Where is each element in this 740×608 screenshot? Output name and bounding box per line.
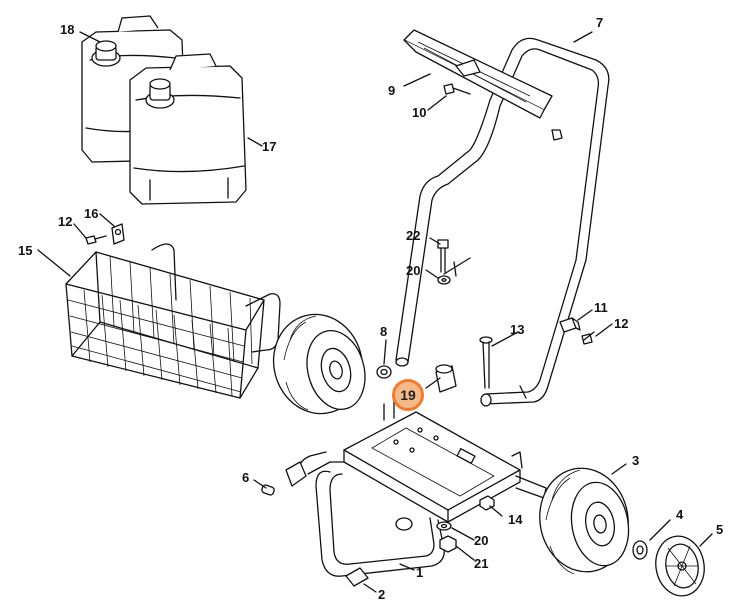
label-17: 17 [262, 139, 277, 154]
cap-left [285, 461, 307, 487]
base-frame [298, 399, 547, 577]
label-8: 8 [380, 324, 388, 339]
label-1: 1 [416, 565, 424, 580]
nut-21 [439, 535, 457, 553]
label-13: 13 [510, 322, 525, 337]
label-20-upper: 20 [406, 263, 421, 278]
clip-11 [559, 317, 581, 333]
label-20-lower: 20 [474, 533, 489, 548]
washer-20-lower [436, 521, 452, 531]
canister-front [129, 53, 247, 205]
bracket-16 [111, 223, 125, 245]
basket [65, 243, 281, 399]
handle-frame [395, 37, 610, 407]
highlighted-part-19[interactable]: 19 [392, 379, 424, 411]
label-16: 16 [84, 206, 99, 221]
label-5: 5 [716, 522, 724, 537]
label-10: 10 [412, 105, 427, 120]
label-4: 4 [676, 507, 684, 522]
label-3: 3 [632, 453, 640, 468]
label-9: 9 [388, 83, 396, 98]
foot-2 [345, 567, 369, 587]
label-12-left: 12 [58, 214, 73, 229]
bolt-22 [437, 239, 449, 273]
screw-12-left [85, 235, 107, 245]
wheel-right [539, 467, 630, 575]
label-12-right: 12 [614, 316, 629, 331]
bolt-13 [479, 336, 493, 389]
label-15: 15 [18, 243, 33, 258]
label-6: 6 [242, 470, 250, 485]
screw-12-right [581, 331, 595, 345]
label-11: 11 [594, 300, 608, 315]
label-2: 2 [378, 587, 386, 602]
wheel-left [272, 313, 366, 415]
screw-10 [443, 83, 471, 95]
label-7: 7 [596, 15, 604, 30]
handle-grip [403, 29, 553, 119]
label-14: 14 [508, 512, 523, 527]
washer-20-upper [437, 275, 451, 285]
spacer-8 [376, 365, 392, 379]
washer-4 [632, 540, 648, 560]
label-21: 21 [474, 556, 489, 571]
bushing-19 [435, 364, 457, 393]
label-18: 18 [60, 22, 75, 37]
label-22: 22 [406, 228, 421, 243]
hubcap-5 [655, 535, 705, 597]
leader-lines [37, 31, 713, 593]
